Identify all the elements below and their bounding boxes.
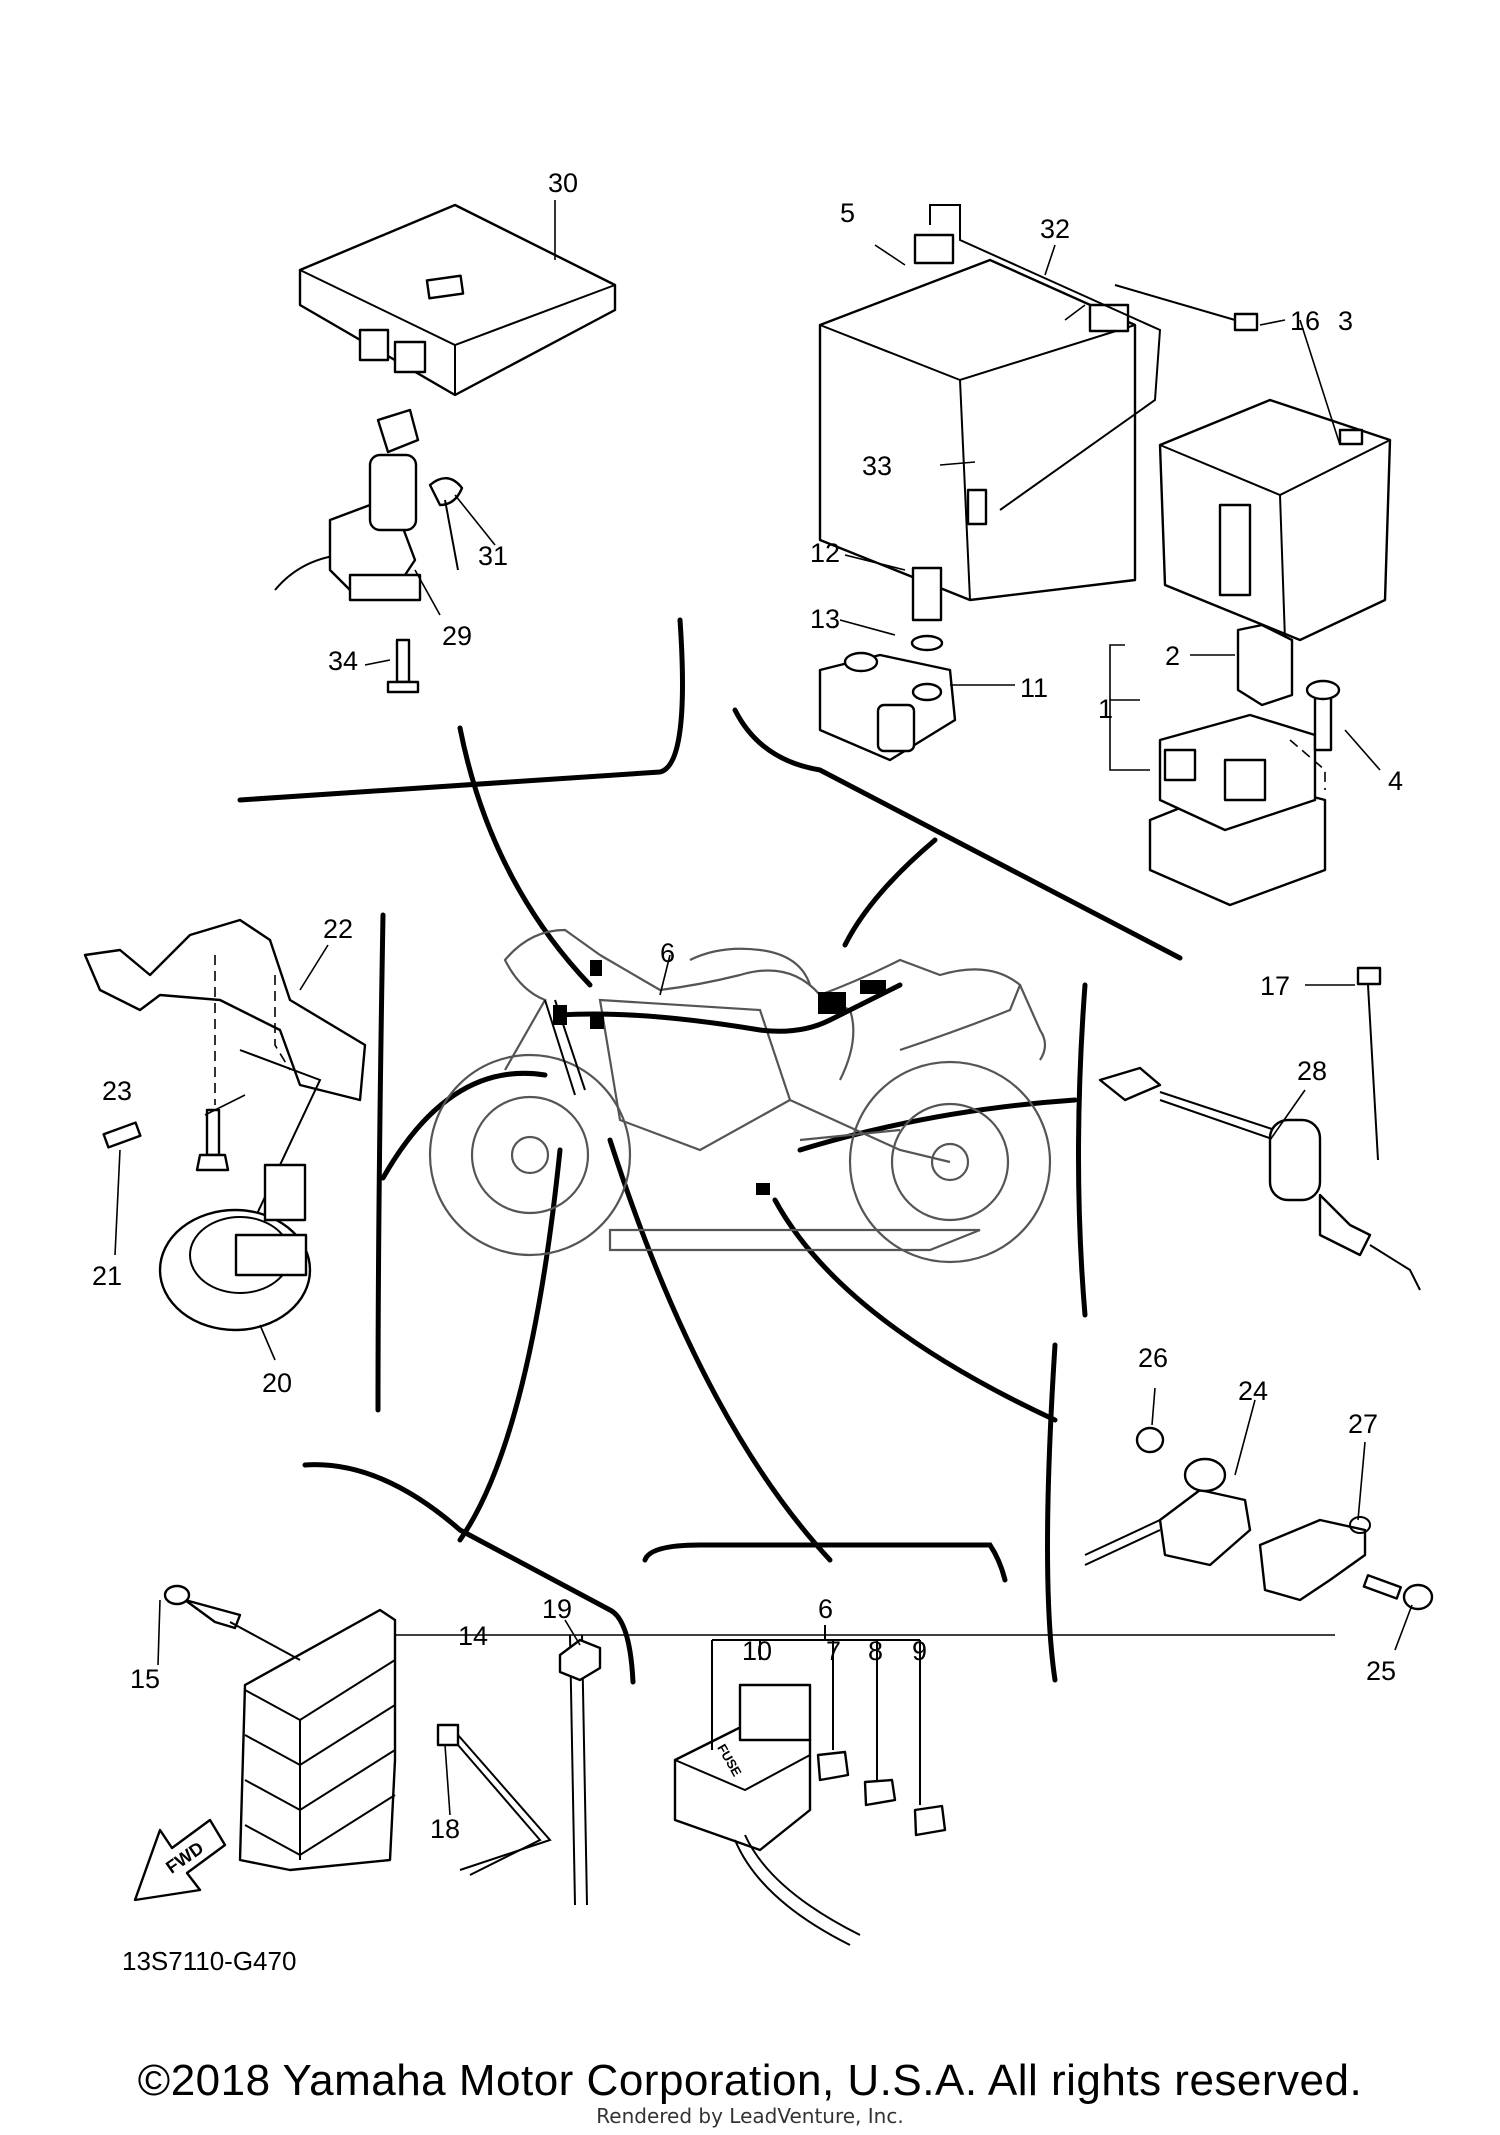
starter-relay-1 [1148, 623, 1341, 907]
callout-3: 3 [1338, 306, 1353, 336]
sensor-24 [1084, 1426, 1434, 1611]
callout-21: 21 [92, 1261, 122, 1291]
callout-31: 31 [478, 541, 508, 571]
callout-1: 1 [1098, 694, 1113, 724]
coupler-11-12-13 [818, 566, 957, 762]
callout-7: 7 [826, 1636, 841, 1666]
callout-6: 6 [660, 938, 675, 968]
callout-15: 15 [130, 1664, 160, 1694]
battery-5 [818, 204, 1259, 602]
motorcycle-outline [428, 928, 1052, 1264]
callout-19: 19 [542, 1594, 572, 1624]
fuse-box-6 [673, 1625, 947, 1946]
leader-curves [380, 725, 1078, 1563]
callout-17: 17 [1260, 971, 1290, 1001]
callout-23: 23 [102, 1076, 132, 1106]
callout-6-fuse: 6 [818, 1594, 833, 1624]
callout-14: 14 [458, 1621, 488, 1651]
callout-12: 12 [810, 538, 840, 568]
diagram-code: 13S7110-G470 [122, 1946, 296, 1976]
rectifier-14 [163, 1584, 397, 1872]
callout-22: 22 [323, 914, 353, 944]
callout-4: 4 [1388, 766, 1403, 796]
cover-3 [1158, 398, 1392, 642]
callout-18: 18 [430, 1814, 460, 1844]
callout-numbers: 1 2 3 4 5 6 6 7 8 9 10 11 12 13 14 15 16… [92, 168, 1403, 1844]
callout-25: 25 [1366, 1656, 1396, 1686]
callout-20: 20 [262, 1368, 292, 1398]
ecu-30 [298, 203, 617, 397]
copyright-notice: ©2018 Yamaha Motor Corporation, U.S.A. A… [137, 2056, 1363, 2105]
callout-9: 9 [912, 1636, 927, 1666]
callout-34: 34 [328, 646, 358, 676]
callout-13: 13 [810, 604, 840, 634]
callout-16: 16 [1290, 306, 1320, 336]
callout-28: 28 [1297, 1056, 1327, 1086]
callout-29: 29 [442, 621, 472, 651]
callout-10: 10 [742, 1636, 772, 1666]
cable-ties-18-19 [436, 1634, 602, 1906]
wire-harness-6 [553, 960, 903, 1195]
callout-24: 24 [1238, 1376, 1268, 1406]
callout-leaders [114, 200, 1413, 1816]
callout-30: 30 [548, 168, 578, 198]
callout-26: 26 [1138, 1343, 1168, 1373]
callout-2: 2 [1165, 641, 1180, 671]
ignition-switch-29 [274, 408, 464, 694]
section-brackets [237, 617, 1183, 1685]
callout-5: 5 [840, 198, 855, 228]
sensor-28 [1098, 966, 1421, 1291]
callout-33: 33 [862, 451, 892, 481]
callout-8: 8 [868, 1636, 883, 1666]
horn-20 [83, 918, 367, 1332]
fwd-arrow-icon: FWD [133, 1818, 227, 1902]
rendered-by-credit: Rendered by LeadVenture, Inc. [596, 2104, 904, 2128]
callout-11: 11 [1020, 673, 1048, 703]
callout-32: 32 [1040, 214, 1070, 244]
callout-27: 27 [1348, 1409, 1378, 1439]
